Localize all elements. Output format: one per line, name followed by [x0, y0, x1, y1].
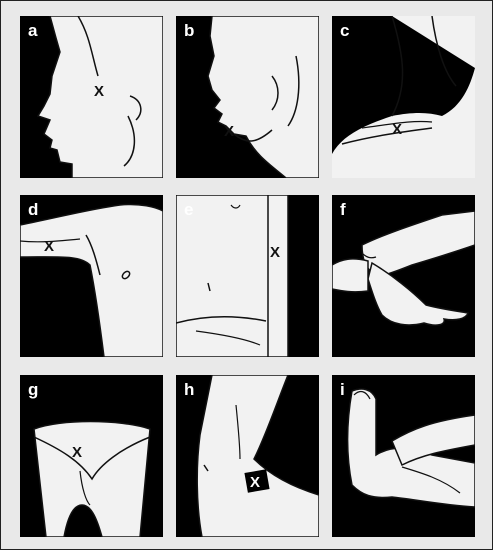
panel-b-label: b	[184, 21, 195, 40]
panel-e-illustration: X	[176, 195, 289, 357]
panel-i-label: i	[340, 380, 345, 399]
panel-a: X a	[20, 16, 163, 178]
panel-d-mark: X	[44, 238, 54, 255]
panel-i: i	[332, 375, 475, 537]
panel-e-label: e	[184, 200, 194, 219]
panel-e-mark: X	[270, 244, 280, 261]
panel-b-illustration: X	[207, 16, 319, 178]
panel-c-illustration: X	[332, 16, 475, 178]
panel-g: X g	[20, 375, 163, 537]
panel-a-illustration: X	[36, 16, 163, 178]
panel-f-label: f	[340, 200, 346, 219]
panel-f-illustration	[332, 210, 475, 326]
panel-h-label: h	[184, 380, 195, 399]
panel-b-mark: X	[224, 123, 234, 140]
panel-i-illustration	[346, 388, 475, 508]
panel-d-illustration: X	[20, 203, 163, 357]
panel-d-label: d	[28, 200, 39, 219]
panel-c-label: c	[340, 21, 350, 40]
panel-g-illustration: X	[33, 420, 151, 537]
panel-e: X e	[176, 195, 319, 357]
panel-c-mark: X	[392, 121, 402, 138]
panel-g-label: g	[28, 380, 39, 399]
panel-c: X c	[332, 16, 475, 178]
panel-h-mark: X	[250, 474, 260, 491]
panel-f: f	[332, 195, 475, 357]
panel-b: X b	[176, 16, 319, 178]
panel-g-mark: X	[72, 444, 82, 461]
panel-h: X h	[176, 375, 319, 537]
panel-a-label: a	[28, 21, 38, 40]
panel-a-mark: X	[94, 83, 104, 100]
panel-h-illustration: X	[196, 375, 319, 537]
panel-d: X d	[20, 195, 163, 357]
